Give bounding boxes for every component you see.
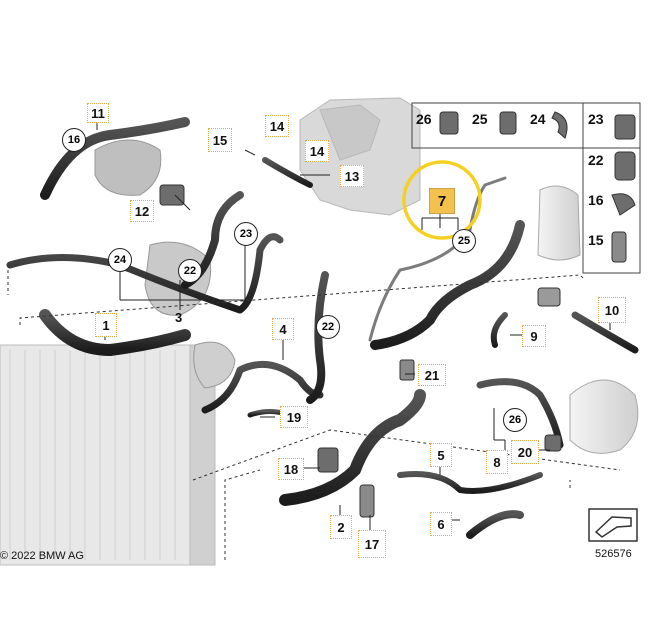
- callout-14-mid[interactable]: 14: [305, 140, 329, 162]
- hose-1: [39, 309, 191, 356]
- pointer-lines: [96, 122, 611, 530]
- legend-25[interactable]: 25: [472, 111, 488, 127]
- view-direction-symbol: [588, 508, 638, 542]
- hose-4: [201, 360, 324, 414]
- callout-18[interactable]: 18: [278, 458, 304, 480]
- callout-2[interactable]: 2: [330, 515, 352, 539]
- callout-3[interactable]: 3: [175, 310, 183, 325]
- callout-12[interactable]: 12: [130, 200, 154, 222]
- callout-24-circle[interactable]: 24: [108, 248, 132, 272]
- hose-8: [476, 378, 564, 449]
- callout-8[interactable]: 8: [486, 450, 508, 474]
- hose-5: [397, 471, 543, 494]
- hose-3: [6, 233, 284, 314]
- legend-24[interactable]: 24: [530, 111, 546, 127]
- callout-26-circle[interactable]: 26: [503, 408, 527, 432]
- hoses: [6, 117, 639, 539]
- hose-22: [306, 271, 329, 404]
- callout-23-circle[interactable]: 23: [234, 222, 258, 246]
- callout-4[interactable]: 4: [272, 318, 294, 340]
- callout-20[interactable]: 20: [511, 440, 539, 464]
- small-parts: [159, 111, 636, 518]
- callout-21[interactable]: 21: [418, 364, 446, 386]
- hose-25: [370, 220, 525, 350]
- pipe-7: [368, 176, 507, 342]
- callout-22-circle-mid[interactable]: 22: [316, 315, 340, 339]
- legend-22[interactable]: 22: [588, 152, 604, 168]
- hose-6: [466, 510, 524, 539]
- hose-9: [490, 312, 508, 348]
- hose-10: [571, 311, 639, 354]
- radiator: [0, 344, 216, 566]
- callout-16-circle[interactable]: 16: [62, 128, 86, 152]
- callout-10[interactable]: 10: [598, 297, 626, 323]
- callout-9[interactable]: 9: [522, 325, 546, 347]
- callout-22-circle-left[interactable]: 22: [178, 259, 202, 283]
- legend-15[interactable]: 15: [588, 232, 604, 248]
- legend-16[interactable]: 16: [588, 192, 604, 208]
- fastener-legend-box: [411, 102, 641, 274]
- legend-23[interactable]: 23: [588, 111, 604, 127]
- callout-17[interactable]: 17: [358, 530, 386, 558]
- callout-14-top[interactable]: 14: [265, 115, 289, 137]
- copyright-text: © 2022 BMW AG: [0, 550, 84, 562]
- expansion-tank-top: [537, 185, 581, 261]
- expansion-tank-bottom: [569, 379, 639, 454]
- callout-7-highlighted[interactable]: 7: [429, 188, 455, 214]
- callout-1[interactable]: 1: [95, 313, 117, 337]
- legend-26[interactable]: 26: [416, 111, 432, 127]
- callout-25-circle[interactable]: 25: [452, 229, 476, 253]
- hose-13: [262, 157, 313, 188]
- callout-19[interactable]: 19: [280, 406, 308, 428]
- engine-block: [299, 97, 421, 216]
- callout-5[interactable]: 5: [430, 443, 452, 467]
- highlight-circle: [402, 160, 482, 240]
- diagram-number: 526576: [595, 548, 632, 560]
- hose-11: [40, 117, 190, 200]
- callout-6[interactable]: 6: [430, 512, 452, 536]
- callout-13[interactable]: 13: [340, 165, 364, 187]
- callout-15[interactable]: 15: [208, 128, 232, 152]
- callout-11[interactable]: 11: [87, 103, 109, 123]
- hose-2: [279, 389, 426, 506]
